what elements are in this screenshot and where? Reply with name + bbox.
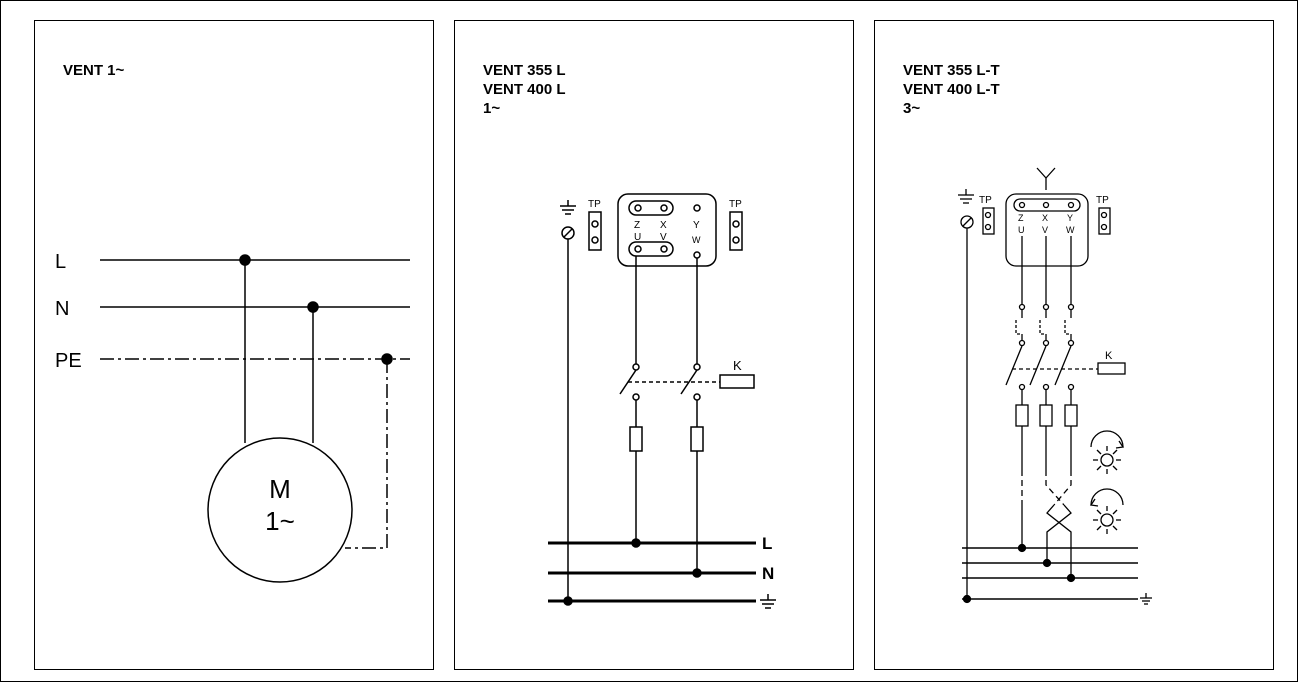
panel-vent-355-400-lt: VENT 355 L-T VENT 400 L-T 3~ (874, 20, 1274, 670)
title-line: VENT 400 L-T (903, 81, 1000, 98)
title-line: VENT 400 L (483, 81, 566, 98)
panel-title: VENT 1~ (63, 61, 124, 80)
title-line: 3~ (903, 100, 921, 117)
title-line: VENT 1~ (63, 62, 125, 79)
panel-title: VENT 355 L VENT 400 L 1~ (483, 61, 566, 118)
panel-title: VENT 355 L-T VENT 400 L-T 3~ (903, 61, 1000, 118)
title-line: 1~ (483, 100, 501, 117)
title-line: VENT 355 L (483, 62, 566, 79)
panel-vent-355-400-l: VENT 355 L VENT 400 L 1~ (454, 20, 854, 670)
title-line: VENT 355 L-T (903, 62, 1000, 79)
panel-vent-1ph: VENT 1~ (34, 20, 434, 670)
